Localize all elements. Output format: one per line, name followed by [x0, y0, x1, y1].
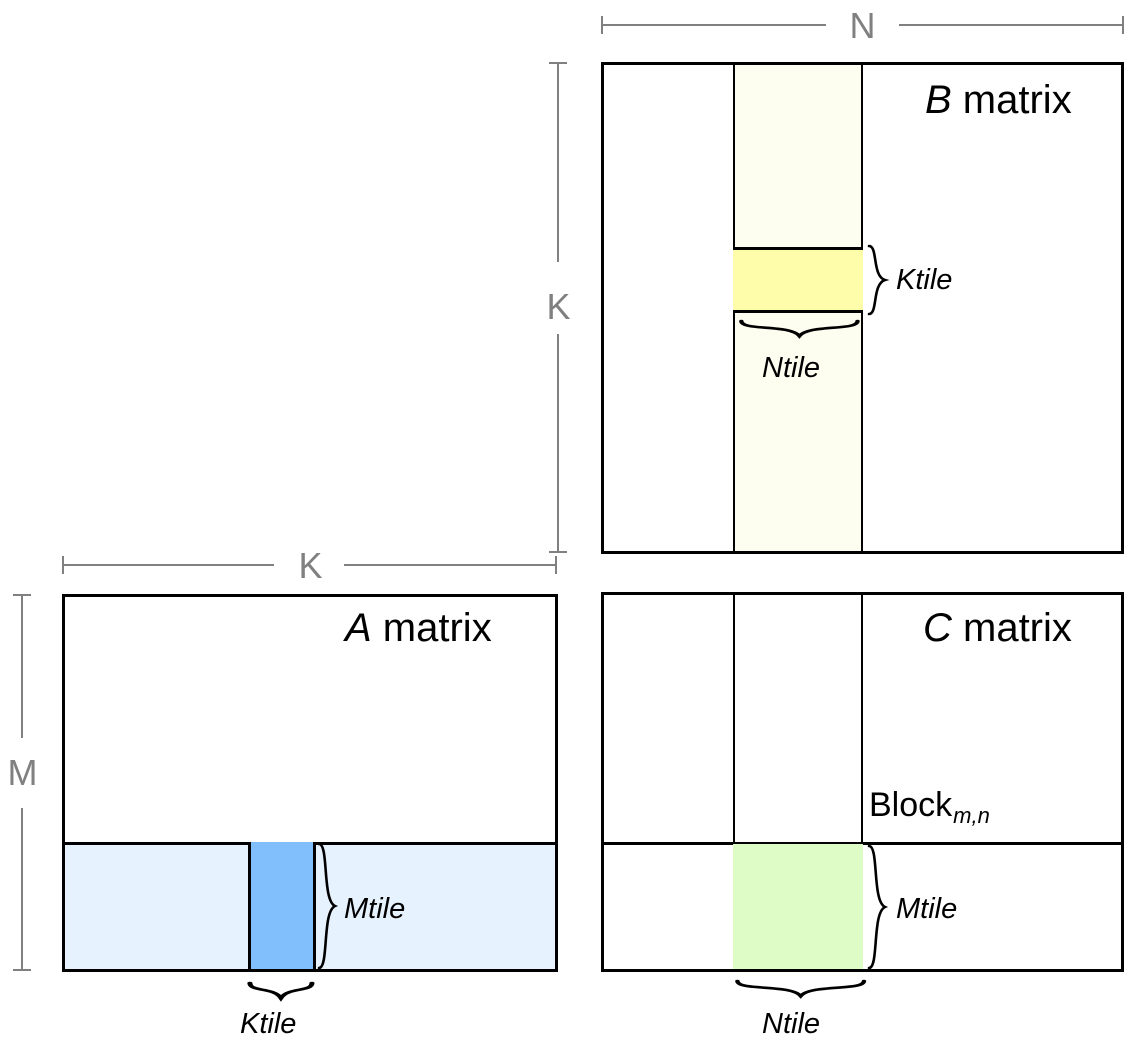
b-matrix-title-var: B — [925, 78, 952, 122]
dimension-marker-m — [13, 594, 31, 971]
c-matrix-column-line-left — [733, 595, 735, 969]
c-matrix-block-label: Blockm,n — [869, 786, 990, 828]
a-matrix-title-var: A — [345, 606, 372, 650]
c-matrix-box — [601, 592, 1124, 972]
b-matrix-title-word: matrix — [951, 78, 1072, 122]
dimension-label-k-vertical: K — [546, 286, 571, 327]
b-matrix-box — [601, 62, 1124, 554]
c-matrix-block-label-subscript: m,n — [953, 803, 990, 828]
c-mtile-label: Mtile — [896, 893, 958, 925]
b-matrix-ktile-tile — [733, 247, 863, 313]
c-matrix-row-line — [604, 842, 1121, 845]
c-matrix-result-tile — [733, 844, 863, 969]
a-matrix-box — [62, 594, 558, 972]
dimension-label-m: M — [7, 752, 38, 793]
b-matrix-title: B matrix — [925, 78, 1072, 123]
a-matrix-ktile-tile — [248, 842, 316, 969]
c-matrix-column-line-right — [861, 595, 863, 969]
dimension-label-n: N — [849, 5, 876, 46]
c-mtile-brace — [867, 844, 889, 970]
b-ntile-brace — [739, 319, 860, 339]
c-matrix-title-var: C — [923, 606, 952, 650]
c-matrix-title-word: matrix — [951, 606, 1072, 650]
dimension-label-k-horizontal: K — [298, 545, 323, 586]
a-ktile-label: Ktile — [240, 1008, 297, 1040]
b-ntile-label: Ntile — [762, 352, 821, 384]
dimension-marker-k-vertical — [549, 62, 567, 553]
c-matrix-block-label-text: Block — [869, 786, 953, 824]
c-matrix-title: C matrix — [923, 606, 1072, 651]
c-ntile-brace — [735, 979, 867, 999]
a-ktile-brace — [247, 981, 315, 1002]
a-matrix-title: A matrix — [345, 606, 492, 651]
a-mtile-brace — [317, 842, 339, 970]
dimension-marker-n — [601, 16, 1124, 34]
a-matrix-title-word: matrix — [371, 606, 492, 650]
b-ktile-brace — [867, 244, 890, 316]
a-mtile-label: Mtile — [344, 893, 406, 925]
c-ntile-label: Ntile — [762, 1008, 821, 1040]
dimension-marker-k-horizontal — [62, 556, 557, 574]
b-ktile-label: Ktile — [896, 264, 953, 296]
